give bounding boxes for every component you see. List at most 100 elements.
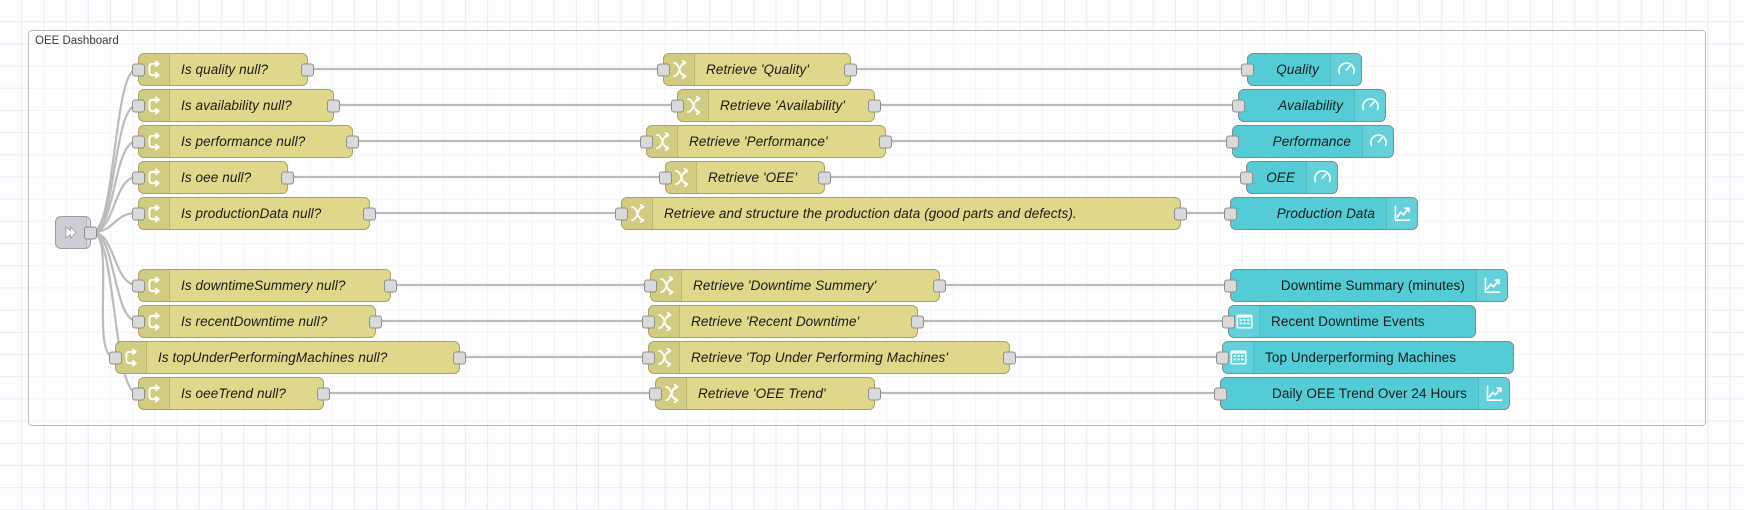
switch-node-performance[interactable]: Is performance null? bbox=[132, 125, 359, 158]
line-chart-icon bbox=[1478, 378, 1509, 409]
output-input-port[interactable] bbox=[1241, 63, 1254, 76]
change-node-label: Retrieve 'Performance' bbox=[689, 134, 828, 149]
change-node-downtime-summary[interactable]: Retrieve 'Downtime Summery' bbox=[644, 269, 946, 302]
switch-node-quality[interactable]: Is quality null? bbox=[132, 53, 314, 86]
gauge-icon bbox=[1354, 90, 1385, 121]
change-output-port[interactable] bbox=[879, 135, 892, 148]
switch-node-production-data[interactable]: Is productionData null? bbox=[132, 197, 376, 230]
switch-node-top-underperforming[interactable]: Is topUnderPerformingMachines null? bbox=[109, 341, 466, 374]
output-node-quality[interactable]: Quality bbox=[1241, 53, 1362, 86]
switch-node-downtime-summary[interactable]: Is downtimeSummery null? bbox=[132, 269, 397, 302]
switch-output-port[interactable] bbox=[281, 171, 294, 184]
switch-input-port[interactable] bbox=[132, 135, 145, 148]
change-node-top-underperforming[interactable]: Retrieve 'Top Under Performing Machines' bbox=[642, 341, 1016, 374]
inject-node[interactable] bbox=[55, 216, 97, 249]
change-input-port[interactable] bbox=[649, 387, 662, 400]
change-input-port[interactable] bbox=[644, 279, 657, 292]
output-input-port[interactable] bbox=[1224, 207, 1237, 220]
switch-node-label: Is recentDowntime null? bbox=[181, 314, 328, 329]
output-node-label: OEE bbox=[1266, 170, 1295, 185]
switch-node-availability[interactable]: Is availability null? bbox=[132, 89, 340, 122]
output-node-label: Top Underperforming Machines bbox=[1265, 350, 1457, 365]
change-input-port[interactable] bbox=[640, 135, 653, 148]
switch-node-label: Is availability null? bbox=[181, 98, 292, 113]
switch-node-label: Is oeeTrend null? bbox=[181, 386, 287, 401]
change-input-port[interactable] bbox=[642, 315, 655, 328]
switch-input-port[interactable] bbox=[132, 63, 145, 76]
switch-output-port[interactable] bbox=[453, 351, 466, 364]
switch-node-oee-trend[interactable]: Is oeeTrend null? bbox=[132, 377, 330, 410]
line-chart-icon bbox=[1386, 198, 1417, 229]
output-input-port[interactable] bbox=[1224, 279, 1237, 292]
output-node-oee[interactable]: OEE bbox=[1240, 161, 1338, 194]
change-node-availability[interactable]: Retrieve 'Availability' bbox=[671, 89, 881, 122]
change-node-label: Retrieve 'OEE Trend' bbox=[698, 386, 826, 401]
output-input-port[interactable] bbox=[1216, 351, 1229, 364]
switch-output-port[interactable] bbox=[384, 279, 397, 292]
output-input-port[interactable] bbox=[1214, 387, 1227, 400]
switch-input-port[interactable] bbox=[132, 171, 145, 184]
switch-output-port[interactable] bbox=[301, 63, 314, 76]
output-node-production-data[interactable]: Production Data bbox=[1224, 197, 1418, 230]
change-input-port[interactable] bbox=[671, 99, 684, 112]
switch-output-port[interactable] bbox=[346, 135, 359, 148]
switch-input-port[interactable] bbox=[132, 207, 145, 220]
switch-node-oee[interactable]: Is oee null? bbox=[132, 161, 294, 194]
output-node-downtime-summary[interactable]: Downtime Summary (minutes) bbox=[1224, 269, 1508, 302]
change-node-performance[interactable]: Retrieve 'Performance' bbox=[640, 125, 892, 158]
gauge-icon bbox=[1330, 54, 1361, 85]
change-input-port[interactable] bbox=[657, 63, 670, 76]
output-node-top-underperforming[interactable]: Top Underperforming Machines bbox=[1216, 341, 1514, 374]
output-node-label: Performance bbox=[1272, 134, 1351, 149]
change-node-oee[interactable]: Retrieve 'OEE' bbox=[659, 161, 831, 194]
switch-input-port[interactable] bbox=[132, 387, 145, 400]
switch-input-port[interactable] bbox=[132, 99, 145, 112]
output-node-performance[interactable]: Performance bbox=[1226, 125, 1394, 158]
change-node-label: Retrieve 'Recent Downtime' bbox=[691, 314, 860, 329]
change-output-port[interactable] bbox=[818, 171, 831, 184]
switch-output-port[interactable] bbox=[363, 207, 376, 220]
output-node-label: Downtime Summary (minutes) bbox=[1280, 278, 1465, 293]
output-node-recent-downtime[interactable]: Recent Downtime Events bbox=[1222, 305, 1476, 338]
inject-output-port[interactable] bbox=[84, 226, 97, 239]
switch-output-port[interactable] bbox=[327, 99, 340, 112]
switch-node-label: Is quality null? bbox=[181, 62, 269, 77]
group-label: OEE Dashboard bbox=[35, 35, 119, 47]
change-input-port[interactable] bbox=[659, 171, 672, 184]
change-node-label: Retrieve 'OEE' bbox=[708, 170, 798, 185]
switch-input-port[interactable] bbox=[132, 315, 145, 328]
output-node-label: Production Data bbox=[1276, 206, 1375, 221]
switch-input-port[interactable] bbox=[132, 279, 145, 292]
change-output-port[interactable] bbox=[1003, 351, 1016, 364]
output-input-port[interactable] bbox=[1232, 99, 1245, 112]
change-input-port[interactable] bbox=[615, 207, 628, 220]
output-input-port[interactable] bbox=[1226, 135, 1239, 148]
change-output-port[interactable] bbox=[868, 387, 881, 400]
output-node-label: Quality bbox=[1276, 62, 1319, 77]
line-chart-icon bbox=[1476, 270, 1507, 301]
change-output-port[interactable] bbox=[844, 63, 857, 76]
switch-input-port[interactable] bbox=[109, 351, 122, 364]
output-node-oee-trend[interactable]: Daily OEE Trend Over 24 Hours bbox=[1214, 377, 1510, 410]
switch-output-port[interactable] bbox=[317, 387, 330, 400]
inject-play-icon bbox=[56, 217, 87, 248]
change-node-quality[interactable]: Retrieve 'Quality' bbox=[657, 53, 857, 86]
change-output-port[interactable] bbox=[868, 99, 881, 112]
change-node-oee-trend[interactable]: Retrieve 'OEE Trend' bbox=[649, 377, 881, 410]
change-input-port[interactable] bbox=[642, 351, 655, 364]
output-node-label: Availability bbox=[1278, 98, 1343, 113]
switch-output-port[interactable] bbox=[369, 315, 382, 328]
change-output-port[interactable] bbox=[911, 315, 924, 328]
change-node-recent-downtime[interactable]: Retrieve 'Recent Downtime' bbox=[642, 305, 924, 338]
switch-node-label: Is oee null? bbox=[181, 170, 252, 185]
change-output-port[interactable] bbox=[933, 279, 946, 292]
output-node-label: Daily OEE Trend Over 24 Hours bbox=[1272, 386, 1467, 401]
switch-node-recent-downtime[interactable]: Is recentDowntime null? bbox=[132, 305, 382, 338]
change-node-production-data[interactable]: Retrieve and structure the production da… bbox=[615, 197, 1187, 230]
output-input-port[interactable] bbox=[1240, 171, 1253, 184]
output-input-port[interactable] bbox=[1222, 315, 1235, 328]
output-node-availability[interactable]: Availability bbox=[1232, 89, 1386, 122]
change-output-port[interactable] bbox=[1174, 207, 1187, 220]
output-node-label: Recent Downtime Events bbox=[1271, 314, 1425, 329]
